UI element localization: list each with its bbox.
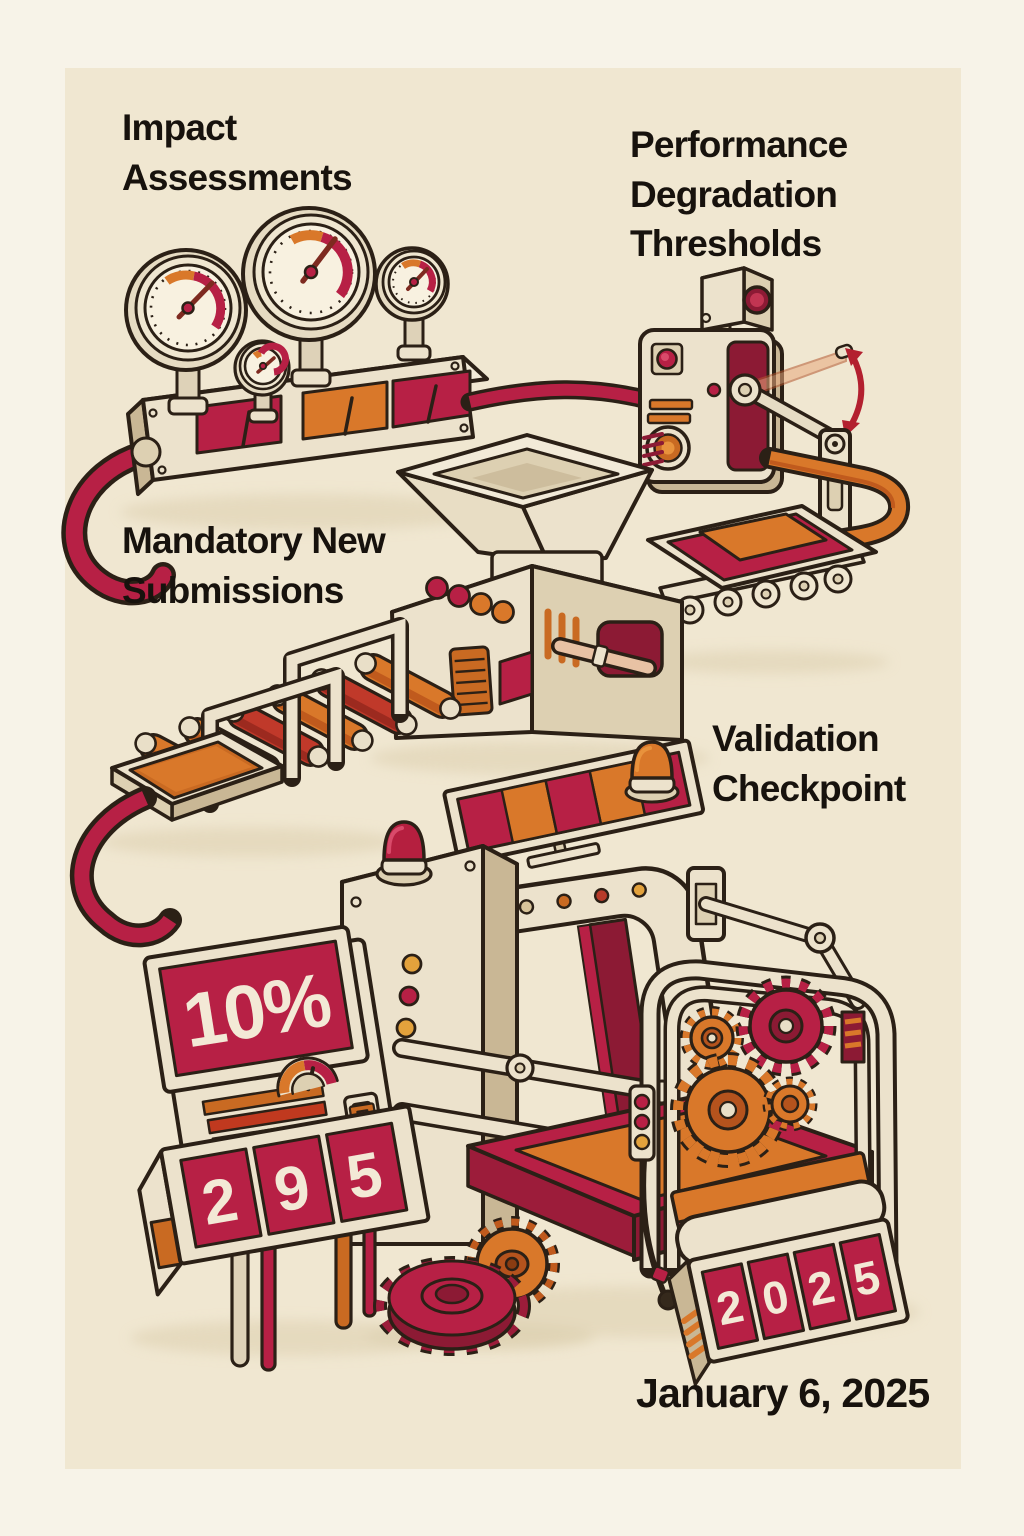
tray-pipe [69,786,182,948]
gear-cage [639,959,899,1279]
gauge-mini [233,339,291,397]
threshold-sensor [638,266,910,563]
gauge-cluster [61,206,658,606]
heading-line: Submissions [122,569,344,611]
extruder [390,564,684,742]
stripe-panel [840,1010,866,1064]
heading-line: Performance [630,124,848,165]
heading-validation-checkpoint: Validation Checkpoint [712,714,906,813]
feed-hopper [396,433,654,606]
gauge-large [124,248,248,372]
heading-line: Assessments [122,156,353,198]
year-counter: 2025 [667,1151,910,1386]
heading-line: Impact [122,107,237,148]
outlet-pipe [757,447,910,563]
signboard-legs [230,1202,377,1372]
heading-impact-assessments: Impact Assessments [122,103,353,202]
date-text: January 6, 2025 [636,1370,930,1416]
gear-orange-right [762,1076,818,1132]
gear-crimson [735,975,837,1077]
inlet-pipe [61,439,176,606]
heading-mandatory-submissions: Mandatory New Submissions [122,516,386,615]
gauge-manifold [126,355,489,496]
floor-gear-flat [373,1256,531,1356]
beacon-red [375,820,433,887]
gauge-medium [241,206,377,342]
gauge-small [374,246,450,322]
collection-tray [110,730,284,822]
link-pipe [460,380,658,412]
extruder-vent [448,645,494,717]
gauge-stems [167,312,432,424]
status-lights [628,1084,656,1162]
mini-gauge [276,1056,339,1098]
sensor-camera [700,266,774,340]
heading-line: Thresholds [630,223,822,265]
heading-performance-thresholds: Performance Degradation Thresholds [630,120,848,269]
beacon-orange [624,740,680,804]
validation-press: 2025 [314,738,910,1386]
date-label: January 6, 2025 [636,1366,930,1421]
swing-arrow [842,348,865,437]
infeed-conveyor [69,617,462,948]
heading-line: Mandatory New [122,520,386,561]
gear-orange-small [680,1006,744,1070]
heading-line: Checkpoint [712,767,906,809]
unit-counter: 295 [137,1104,431,1297]
threshold-signboard: 10% [137,924,431,1372]
heading-line: Degradation [630,173,838,215]
gear-train [670,975,837,1168]
heading-line: Validation [712,718,880,759]
gear-orange-large [670,1052,786,1168]
